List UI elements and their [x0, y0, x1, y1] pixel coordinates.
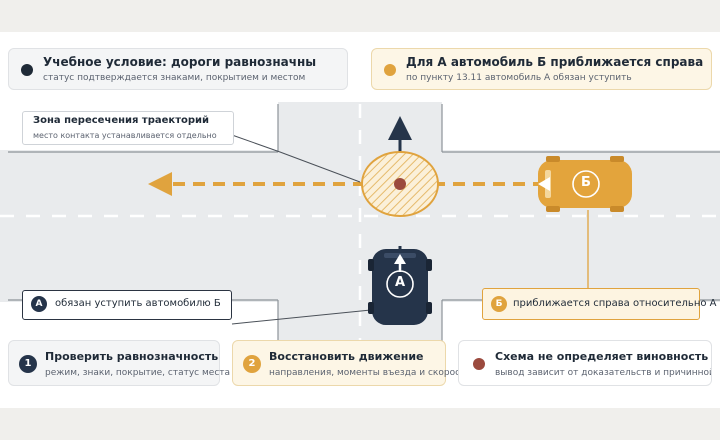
- b-path-arrow: [148, 172, 545, 196]
- b-note-text: приближается справа относительно А: [513, 298, 717, 309]
- footer-card-guilt: Схема не определяет виновность вывод зав…: [458, 340, 712, 386]
- footer-2-subtitle: направления, моменты въезда и скорость: [269, 368, 471, 378]
- footer-1-title: Проверить равнозначность: [45, 350, 219, 363]
- header-card-right: Для А автомобиль Б приближается справа п…: [371, 48, 712, 90]
- step-1-badge: 1: [19, 355, 37, 373]
- a-note-badge: А: [31, 296, 47, 312]
- a-note: А обязан уступить автомобилю Б: [22, 290, 232, 320]
- car-b-letter: Б: [581, 175, 591, 190]
- zone-callout-subtitle: место контакта устанавливается отдельно: [33, 131, 217, 140]
- header-left-title: Учебное условие: дороги равнозначны: [43, 55, 317, 69]
- status-dot-navy: [21, 64, 33, 76]
- lane-markings: [0, 104, 720, 382]
- intersection-scene: [0, 102, 720, 382]
- car-a: [368, 249, 432, 325]
- header-card-left: Учебное условие: дороги равнозначны стат…: [8, 48, 348, 90]
- a-note-text: обязан уступить автомобилю Б: [55, 298, 221, 309]
- footer-card-restore: 2 Восстановить движение направления, мом…: [232, 340, 471, 386]
- footer-card-check: 1 Проверить равнозначность режим, знаки,…: [8, 340, 230, 386]
- diagram-frame: А Б Учебное условие: дороги равнозначны …: [0, 32, 720, 408]
- status-dot-amber: [384, 64, 396, 76]
- car-a-letter: А: [394, 275, 406, 290]
- b-note-badge: Б: [491, 296, 507, 312]
- zone-callout-title: Зона пересечения траекторий: [33, 115, 210, 126]
- status-dot-brown: [473, 358, 485, 370]
- zone-leader-line: [231, 134, 361, 183]
- footer-2-title: Восстановить движение: [269, 350, 424, 363]
- zone-callout: Зона пересечения траекторий место контак…: [22, 111, 234, 145]
- contact-point: [394, 178, 406, 190]
- header-right-subtitle: по пункту 13.11 автомобиль А обязан усту…: [406, 73, 632, 83]
- step-2-badge: 2: [243, 355, 261, 373]
- car-b: [538, 156, 632, 212]
- header-right-title: Для А автомобиль Б приближается справа: [406, 55, 704, 69]
- header-left-subtitle: статус подтверждается знаками, покрытием…: [43, 73, 306, 83]
- footer-3-subtitle: вывод зависит от доказательств и причинн…: [495, 368, 712, 378]
- footer-3-title: Схема не определяет виновность: [495, 350, 709, 363]
- b-note: Б приближается справа относительно А: [482, 288, 717, 320]
- footer-1-subtitle: режим, знаки, покрытие, статус места: [45, 368, 231, 378]
